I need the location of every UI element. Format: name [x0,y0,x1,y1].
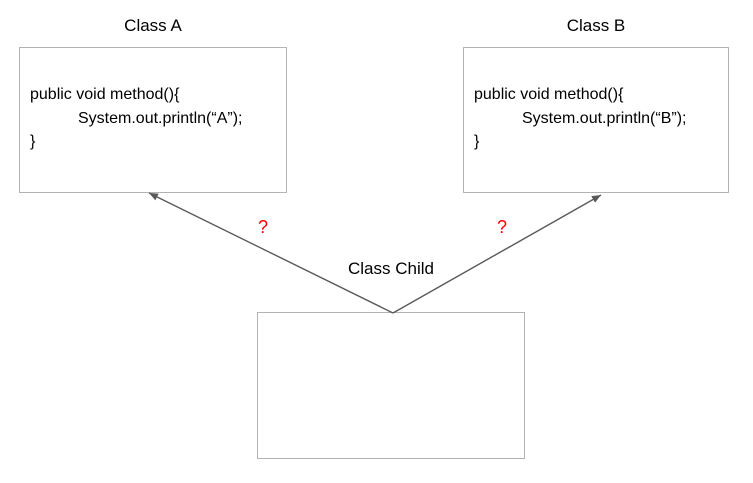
class-b-code-line-2: System.out.println(“B”); [522,109,687,127]
class-b-title: Class B [566,16,626,35]
class-b-code-line-3: } [474,133,480,150]
arrow-child-to-class-b [392,194,602,314]
class-b-box: public void method(){ System.out.println… [463,47,729,193]
class-a-box: public void method(){ System.out.println… [19,47,287,193]
class-a-title: Class A [124,16,182,35]
class-a-code-line-1: public void method(){ [30,86,180,103]
class-b-code: public void method(){ System.out.println… [464,48,728,154]
question-mark-right: ? [496,217,507,237]
class-b-code-line-1: public void method(){ [474,86,624,103]
arrow-child-to-class-a [148,192,394,314]
class-a-code-line-3: } [30,133,36,150]
class-child-title: Class Child [348,259,434,278]
question-mark-left: ? [257,217,268,237]
class-a-code-line-2: System.out.println(“A”); [78,109,243,127]
class-a-code: public void method(){ System.out.println… [20,48,286,154]
class-child-box [257,312,525,459]
